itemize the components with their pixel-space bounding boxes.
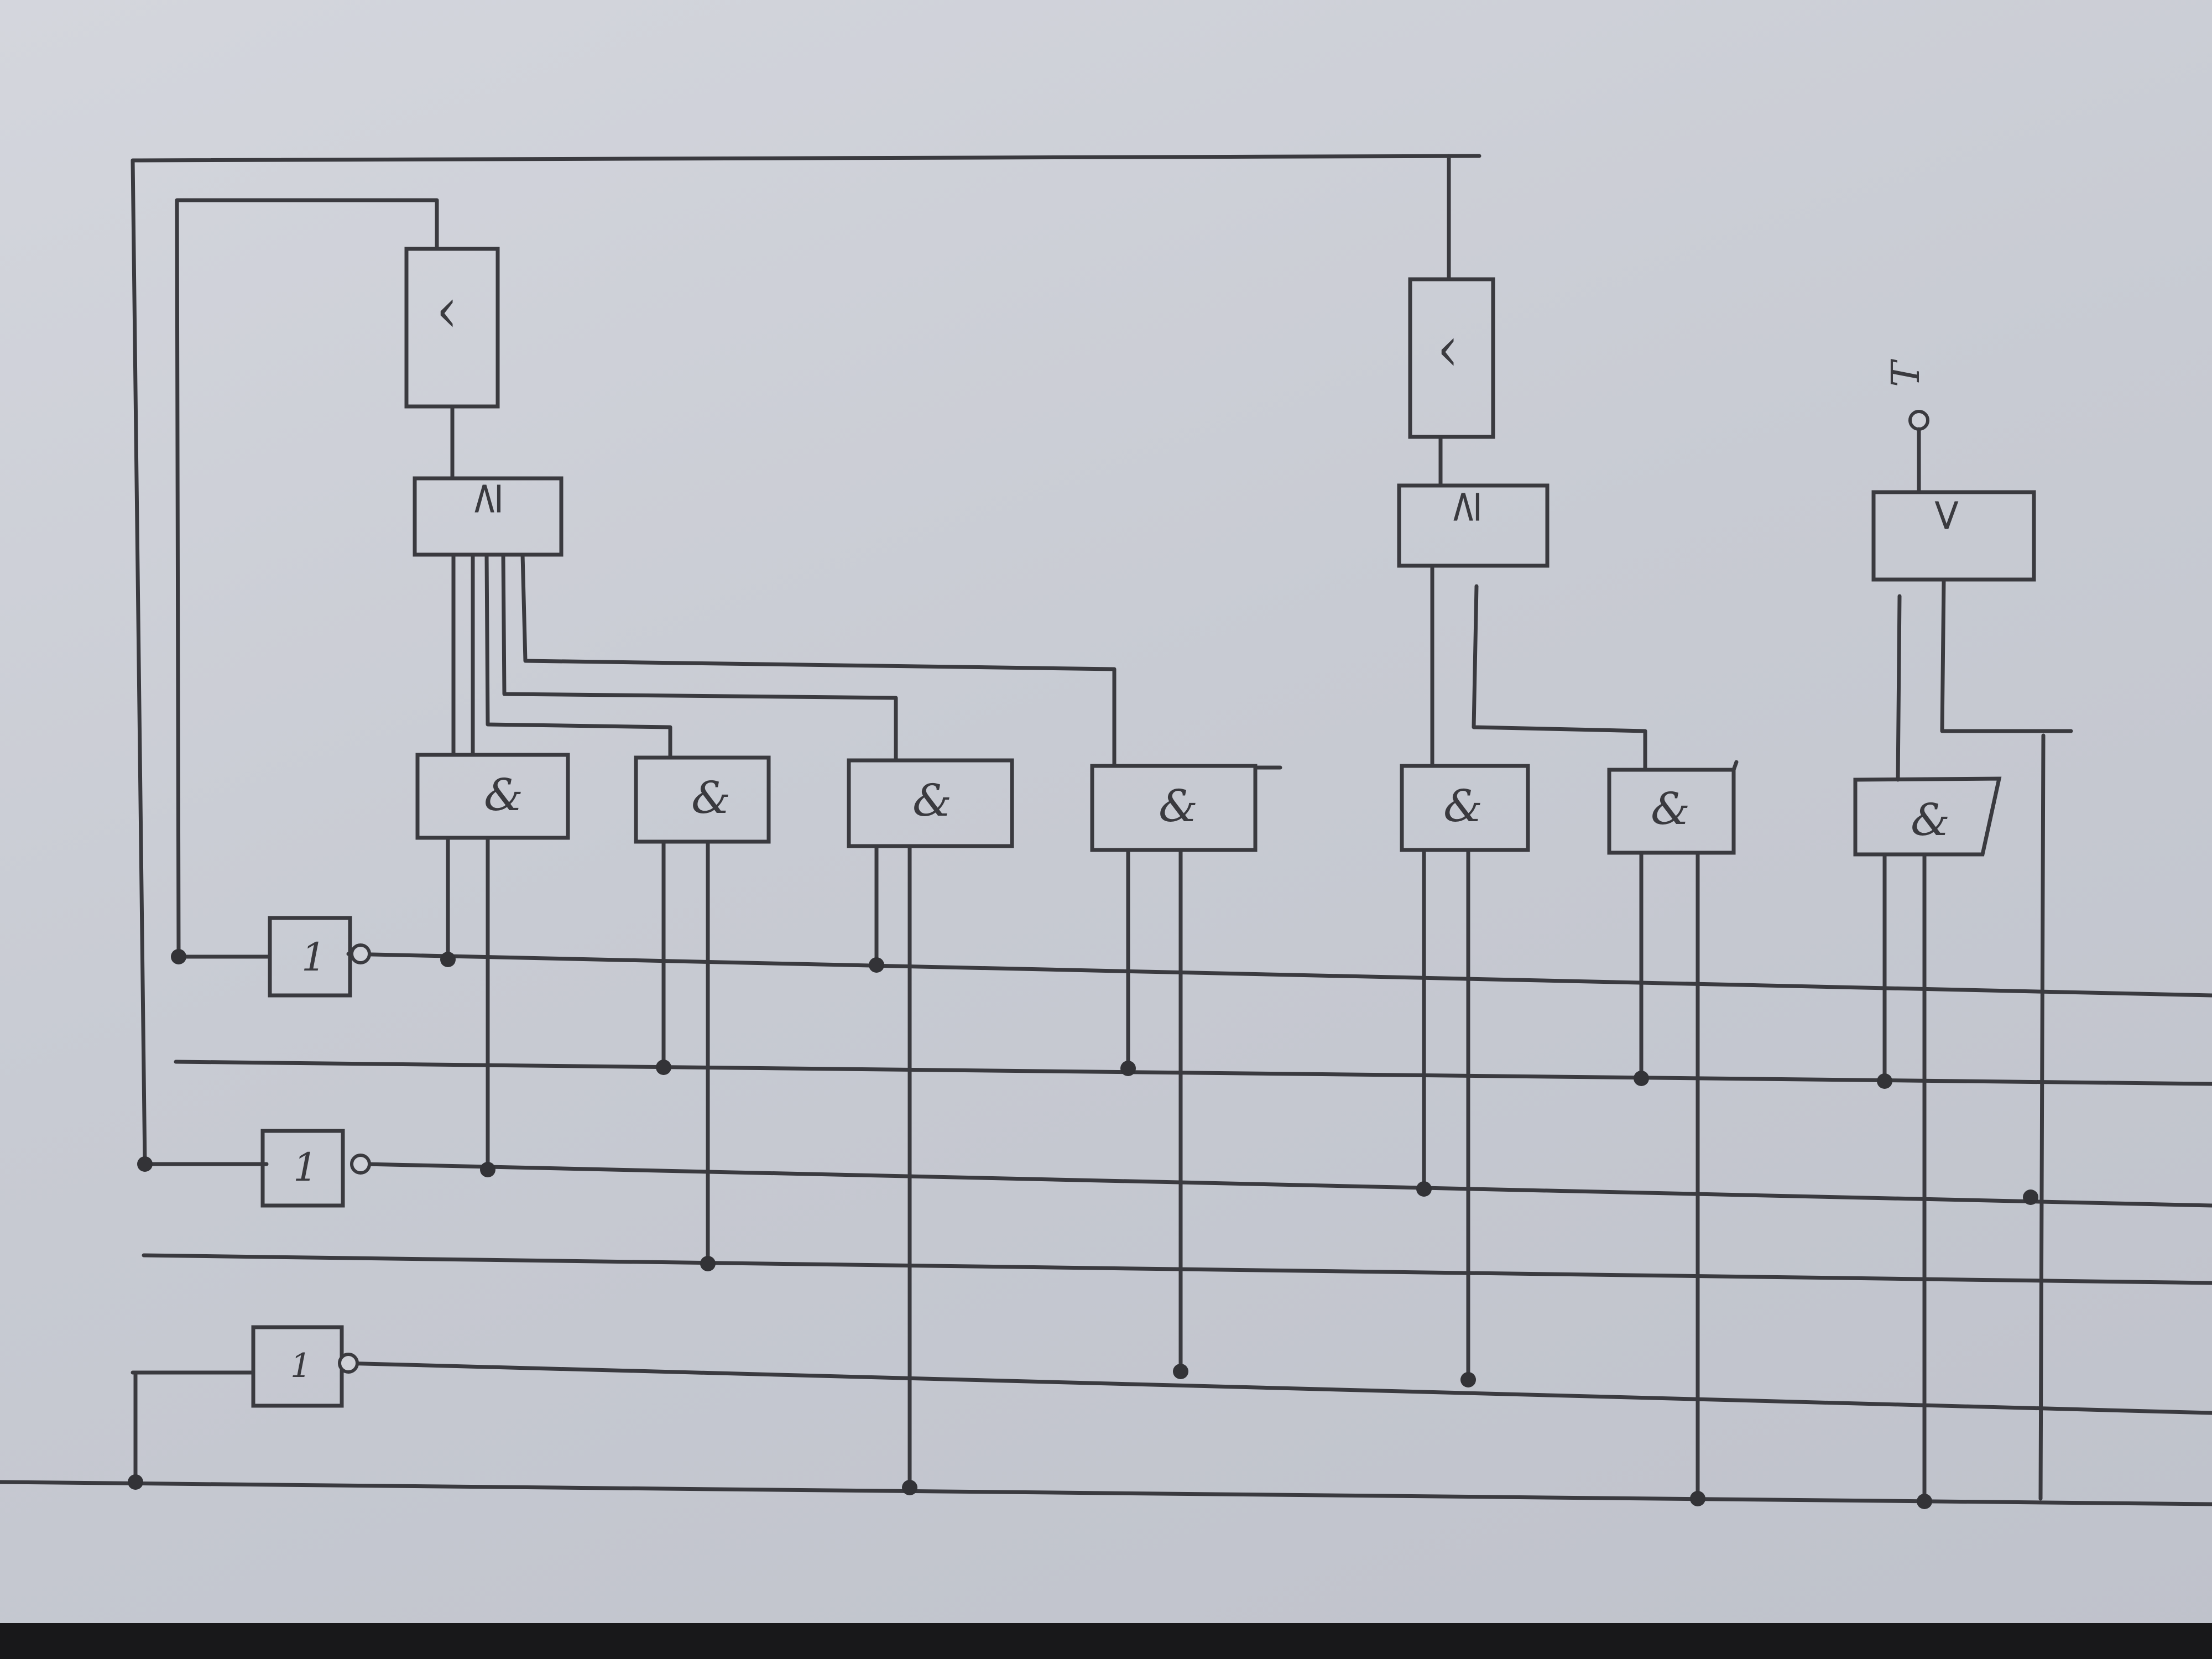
- and-gate-label: &: [1911, 794, 1950, 846]
- bus-line-3: [363, 1162, 2212, 1208]
- not-gate-label: 1: [293, 1145, 318, 1190]
- and-gate-label: &: [1443, 780, 1483, 832]
- and-gate-a1: &: [415, 753, 570, 840]
- not-gate-n2: 1: [260, 1129, 371, 1208]
- and-gate-a2: &: [634, 755, 771, 844]
- and-gate-label: &: [691, 772, 731, 823]
- and-gate-a4: &: [1090, 764, 1282, 852]
- c3-down-wire: [2038, 733, 2046, 1501]
- table-edge: [0, 1623, 2212, 1659]
- junction-dots: [128, 949, 2038, 1509]
- and-gate-label: &: [484, 769, 523, 821]
- bus-line-2: [174, 1060, 2212, 1086]
- c3-to-a7-wire: [1896, 594, 1902, 782]
- c1-to-a4-wire: [520, 552, 1117, 768]
- bus-line-4: [142, 1253, 2212, 1285]
- c1-to-a2-wire: [484, 552, 672, 760]
- not-gate-label: 1: [301, 935, 326, 980]
- and-gate-a7: &: [1853, 776, 2002, 857]
- comparator-label: <: [1919, 497, 1971, 534]
- c3-output-wire: [1940, 577, 2073, 733]
- and-gate-label: &: [912, 775, 952, 826]
- comparator-c1: ≥: [413, 476, 564, 557]
- bus-line-6: [0, 1480, 2212, 1506]
- not-gate-n3: 1: [251, 1325, 359, 1408]
- bus-line-1: [346, 952, 2212, 998]
- flip-flop-label: ^: [432, 295, 483, 332]
- terminal-t: T: [1883, 359, 1929, 494]
- not-gate-n1: 1: [268, 916, 371, 998]
- c2-to-a6-wire: [1472, 584, 1647, 772]
- and-gate-label: &: [1651, 783, 1690, 834]
- flip-flop-label: ^: [1433, 333, 1484, 371]
- and-gate-a5: &: [1400, 764, 1530, 852]
- comparator-label: ≥: [1438, 488, 1490, 525]
- flip-flop-d2: ^: [1408, 277, 1495, 439]
- c1-to-a3-wire: [501, 552, 898, 763]
- n3-input-wire: [131, 1370, 255, 1484]
- and-gate-label: &: [1159, 780, 1198, 832]
- terminal-circle: [1908, 410, 1929, 431]
- comparator-c3: <: [1871, 490, 2036, 582]
- comparator-c2: ≥: [1397, 483, 1550, 568]
- inner-feedback-wire: [175, 198, 439, 959]
- comparator-label: ≥: [460, 480, 511, 517]
- and-gate-a6: &: [1607, 760, 1739, 855]
- and-gate-a3: &: [847, 758, 1014, 848]
- flip-flop-d1: ^: [404, 247, 500, 409]
- outer-feedback-wire: [131, 154, 1481, 1166]
- terminal-label: T: [1883, 359, 1928, 387]
- not-gate-label: 1: [290, 1347, 311, 1385]
- bus-line-5: [341, 1361, 2212, 1415]
